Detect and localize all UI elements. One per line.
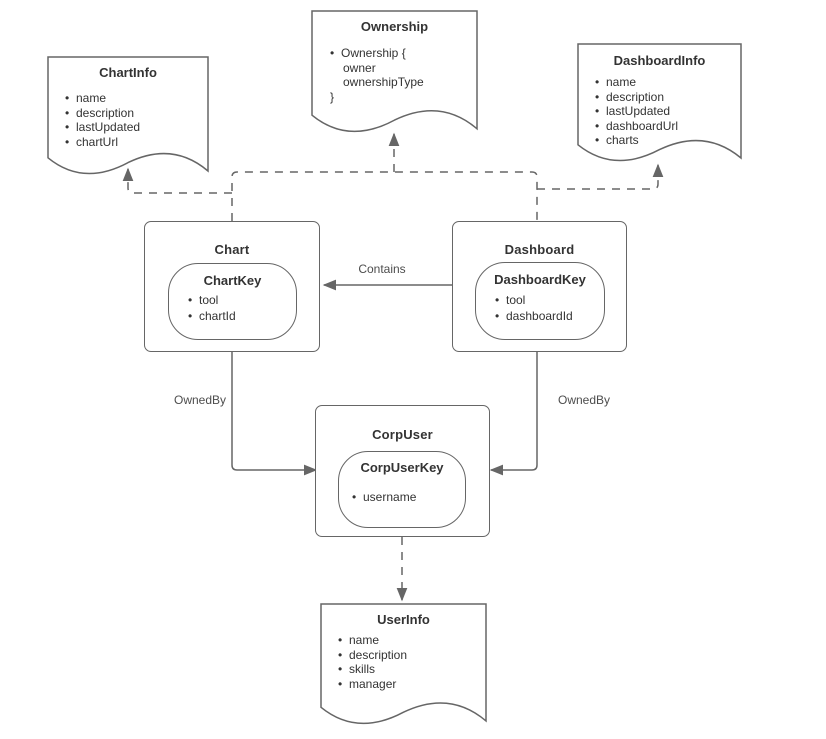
ownedby-right-edge-label: OwnedBy <box>555 393 613 407</box>
corpuser-entity-title: CorpUser <box>372 427 433 442</box>
corpuser-entity-box[interactable]: CorpUser CorpUserKey username <box>315 405 490 537</box>
ownedby-right-edge[interactable] <box>489 352 538 476</box>
dashboardinfo-item: name <box>595 75 678 90</box>
chartinfo-title: ChartInfo <box>99 65 157 80</box>
chartkey-item: tool <box>188 293 236 309</box>
ownership-trunk-edge[interactable] <box>231 171 538 221</box>
dashboard-dashboardinfo-edge[interactable] <box>537 163 664 190</box>
chartkey-box[interactable]: ChartKey tool chartId <box>168 263 297 340</box>
corpuserkey-box[interactable]: CorpUserKey username <box>338 451 466 528</box>
dashboardinfo-item: dashboardUrl <box>595 119 678 134</box>
dashboardinfo-item: description <box>595 90 678 105</box>
dashboardinfo-item-list: name description lastUpdated dashboardUr… <box>595 75 678 148</box>
userinfo-item: description <box>338 648 407 663</box>
chart-entity-title: Chart <box>214 242 250 257</box>
chartinfo-item: name <box>65 91 140 106</box>
ownedby-left-edge[interactable] <box>231 352 318 476</box>
dashboardkey-item: tool <box>495 293 573 309</box>
ownership-line: Ownership { <box>330 46 406 61</box>
dashboard-entity-box[interactable]: Dashboard DashboardKey tool dashboardId <box>452 221 627 352</box>
userinfo-item: name <box>338 633 407 648</box>
chartinfo-item: chartUrl <box>65 135 140 150</box>
ownership-document-shape[interactable] <box>311 10 478 133</box>
chart-entity-box[interactable]: Chart ChartKey tool chartId <box>144 221 320 352</box>
userinfo-item-list: name description skills manager <box>338 633 407 691</box>
ownership-title: Ownership <box>360 19 429 34</box>
ownership-line: ownershipType <box>343 75 424 89</box>
corpuserkey-item-list: username <box>352 490 416 506</box>
corpuserkey-title: CorpUserKey <box>360 460 444 475</box>
dashboardinfo-item: charts <box>595 133 678 148</box>
dashboardinfo-title: DashboardInfo <box>613 53 706 68</box>
chartkey-item-list: tool chartId <box>188 293 236 324</box>
ownership-line: owner <box>343 60 376 75</box>
userinfo-title: UserInfo <box>377 612 430 627</box>
userinfo-item: skills <box>338 662 407 677</box>
dashboardkey-title: DashboardKey <box>494 272 586 287</box>
chartkey-item: chartId <box>188 309 236 325</box>
dashboardinfo-item: lastUpdated <box>595 104 678 119</box>
dashboardkey-box[interactable]: DashboardKey tool dashboardId <box>475 262 605 340</box>
dashboardkey-item-list: tool dashboardId <box>495 293 573 324</box>
contains-edge-label: Contains <box>356 262 408 276</box>
chartinfo-item: description <box>65 106 140 121</box>
corpuserkey-item: username <box>352 490 416 506</box>
chart-chartinfo-edge[interactable] <box>122 167 232 194</box>
ownedby-left-edge-label: OwnedBy <box>171 393 229 407</box>
chartinfo-item: lastUpdated <box>65 120 140 135</box>
ownership-line: } <box>330 89 335 104</box>
userinfo-item: manager <box>338 677 407 692</box>
dashboardkey-item: dashboardId <box>495 309 573 325</box>
chartinfo-item-list: name description lastUpdated chartUrl <box>65 91 140 149</box>
dashboard-entity-title: Dashboard <box>504 242 575 257</box>
chartkey-title: ChartKey <box>203 273 262 288</box>
